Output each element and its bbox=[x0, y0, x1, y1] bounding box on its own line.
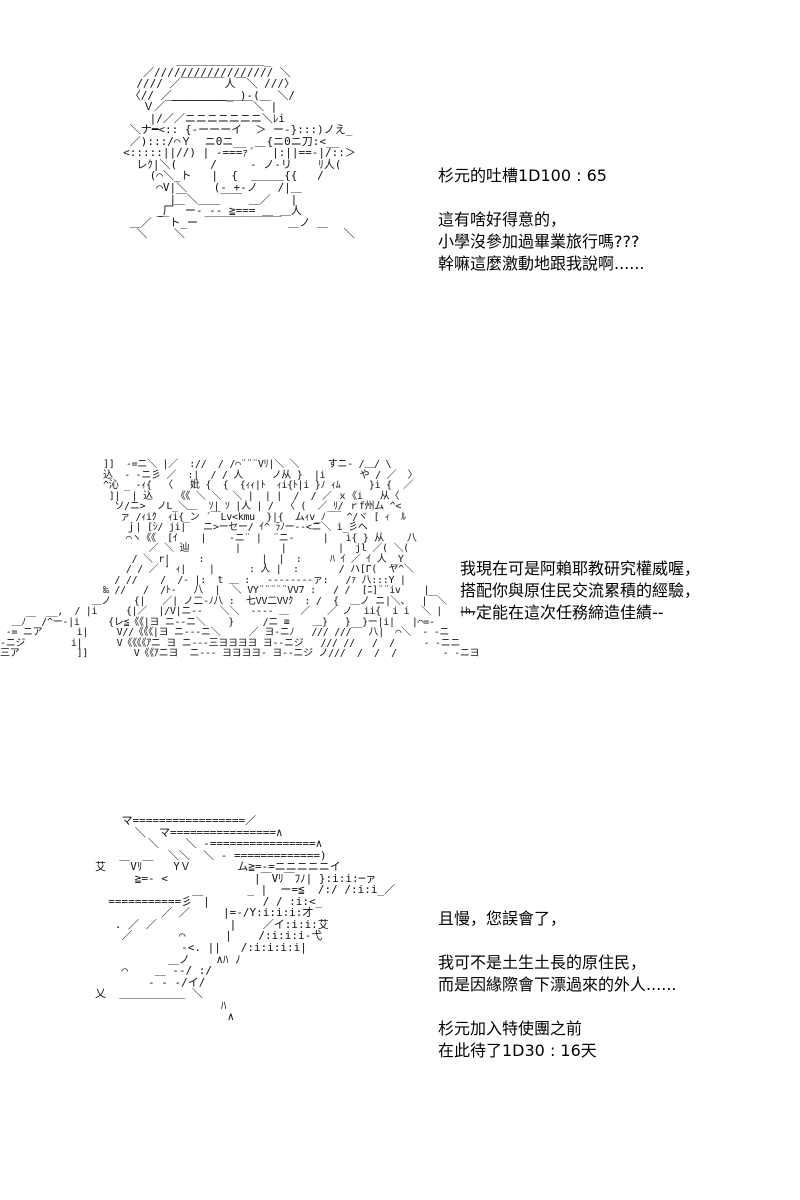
panel-sugimoto-roll: ＿＿＿＿＿＿＿＿_ ／////////////////// ＼ //// ／￣￣… bbox=[0, 0, 800, 380]
dialog-spacer bbox=[438, 187, 645, 209]
dialog-line: 小學沒參加過畢業旅行嗎??? bbox=[438, 232, 640, 251]
dialog-text-block: 我現在可是阿賴耶教研究權威喔， 搭配你與原住民交流累積的經驗， 一定能在這次任務… bbox=[460, 558, 700, 624]
panel-crowd-speech: ]] ‐=ニ＼ |／ :// / /⌒¨¨¨Vﾘ|＼ ＼ すニ‐ /＿/ \ 込… bbox=[0, 440, 800, 770]
dialog-line: 杉元加入特使團之前 bbox=[438, 1019, 583, 1038]
dialog-spacer bbox=[438, 930, 677, 952]
dialog-text-block: 且慢，您誤會了， 我可不是土生土長的原住民， 而是因緣際會下漂過來的外人....… bbox=[438, 908, 677, 1062]
dialog-spacer bbox=[438, 996, 677, 1018]
panel-wanderer-reply: マ=================／ ＼ マ================∧… bbox=[0, 800, 800, 1160]
dialog-line-dice-roll: 杉元的吐槽1D100 : 65 bbox=[438, 166, 607, 185]
dialog-line: 且慢，您誤會了， bbox=[438, 909, 567, 928]
dialog-line: 我可不是土生土長的原住民， bbox=[438, 953, 647, 972]
dialog-line-dice-roll: 在此待了1D30 : 16天 bbox=[438, 1041, 597, 1060]
dialog-text-block: 杉元的吐槽1D100 : 65 這有啥好得意的， 小學沒參加過畢業旅行嗎??? … bbox=[438, 165, 645, 275]
dialog-line: 這有啥好得意的， bbox=[438, 210, 567, 229]
dialog-line: 搭配你與原住民交流累積的經驗， bbox=[460, 581, 701, 600]
ascii-art-hooded-figure: マ=================／ ＼ マ================∧… bbox=[95, 814, 396, 1024]
dialog-line: 而是因緣際會下漂過來的外人...... bbox=[438, 975, 677, 994]
dialog-line: 幹嘛這麼激動地跟我說啊...... bbox=[438, 254, 645, 273]
ascii-art-sugimoto-portrait: ＿＿＿＿＿＿＿＿_ ／////////////////// ＼ //// ／￣￣… bbox=[123, 54, 356, 241]
dialog-line: 一定能在這次任務締造佳績-- bbox=[460, 603, 664, 622]
dialog-line: 我現在可是阿賴耶教研究權威喔， bbox=[460, 559, 701, 578]
ascii-art-crowd-figure: ]] ‐=ニ＼ |／ :// / /⌒¨¨¨Vﾘ|＼ ＼ すニ‐ /＿/ \ 込… bbox=[0, 459, 480, 659]
